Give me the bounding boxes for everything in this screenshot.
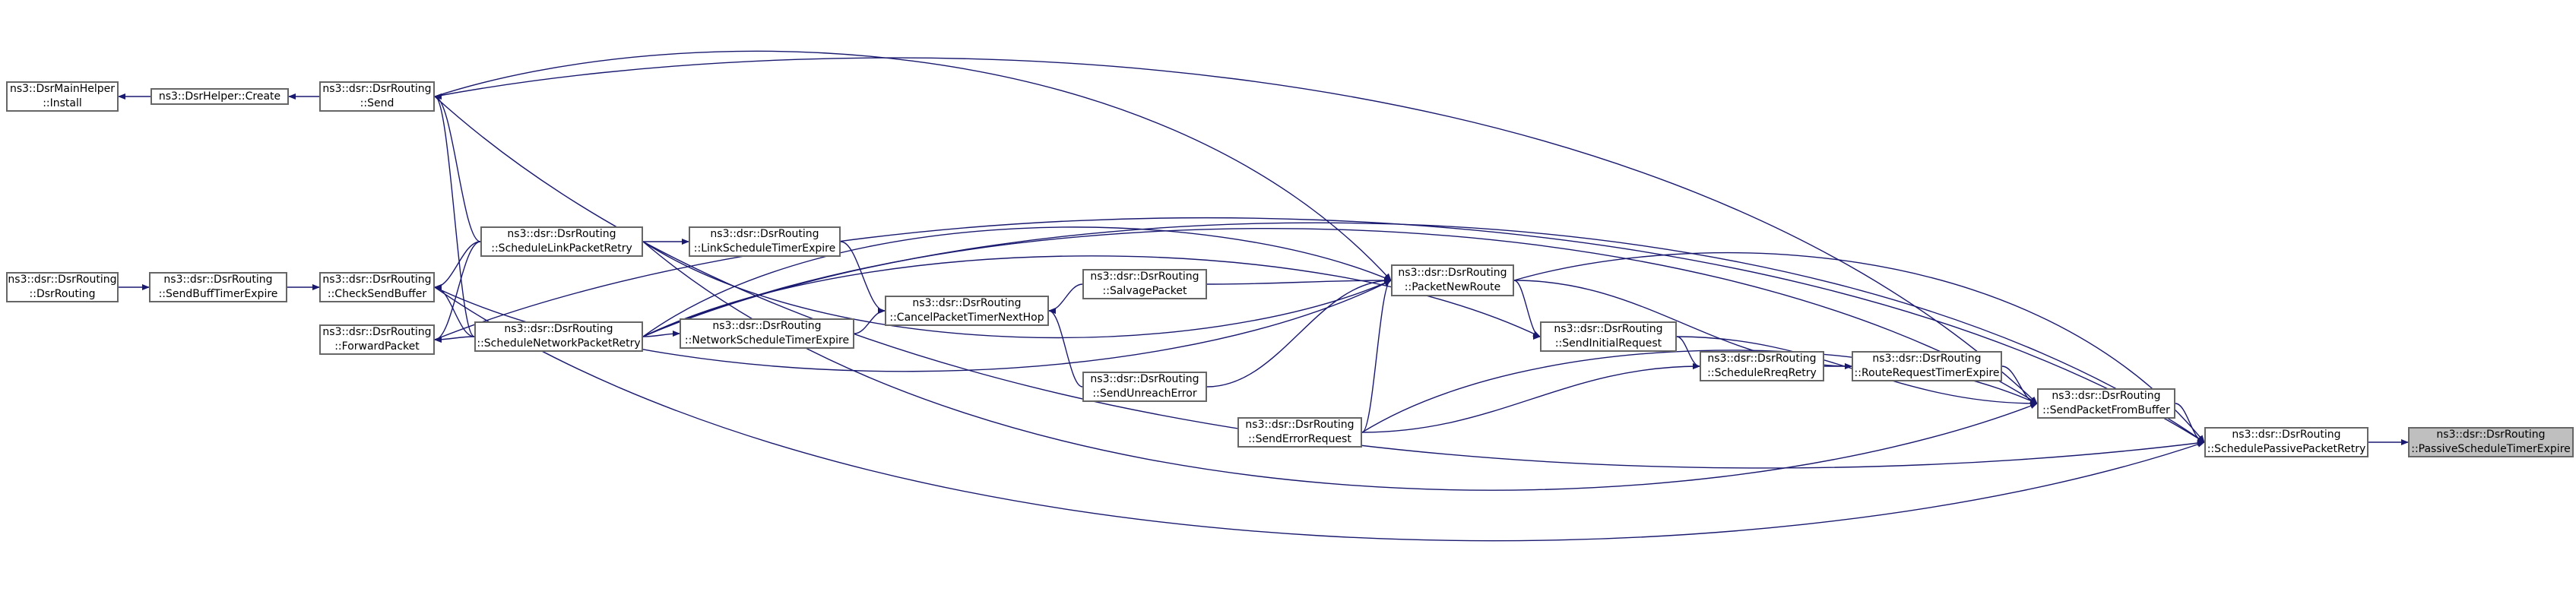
node-packet-new-route[interactable]: ns3::dsr::DsrRouting::PacketNewRoute — [1391, 264, 1514, 296]
node-forward-packet[interactable]: ns3::dsr::DsrRouting::ForwardPacket — [319, 324, 435, 355]
node-label-line: ns3::dsr::DsrRouting — [322, 83, 432, 95]
node-check-send-buffer[interactable]: ns3::dsr::DsrRouting::CheckSendBuffer — [319, 272, 435, 302]
node-route-request-timer[interactable]: ns3::dsr::DsrRouting::RouteRequestTimerE… — [1852, 351, 2002, 381]
call-edge-forward_packet-to-schedule_passive — [434, 217, 2205, 443]
node-label-line: ::ScheduleRreqRetry — [1707, 367, 1817, 379]
node-label-line: ns3::dsr::DsrRouting — [507, 228, 616, 240]
call-edge-schedule_link-to-send_from_buffer — [642, 241, 2038, 491]
node-label-line: ns3::dsr::DsrRouting — [163, 274, 273, 286]
call-edge-send-to-schedule_passive — [434, 96, 2205, 469]
call-edge-schedule_network-to-schedule_passive — [642, 222, 2205, 443]
node-label-line: ::SendErrorRequest — [1248, 433, 1351, 445]
node-passive-timer: ns3::dsr::DsrRouting::PassiveScheduleTim… — [2408, 427, 2574, 457]
node-label-line: ::DsrRouting — [29, 288, 96, 300]
call-edge-salvage-to-packet_new_route — [1206, 277, 1392, 285]
node-label-line: ::ScheduleNetworkPacketRetry — [477, 337, 641, 350]
node-label-line: ns3::dsr::DsrRouting — [712, 320, 822, 332]
node-label-line: ::SendInitialRequest — [1554, 337, 1662, 350]
node-label-line: ns3::dsr::DsrRouting — [1090, 271, 1199, 283]
call-edge-schedule_network-to-check_send_buffer — [434, 284, 475, 337]
call-edge-schedule_link-to-send — [434, 93, 481, 242]
call-edge-schedule_network-to-forward_packet — [434, 336, 475, 343]
node-label-line: ns3::DsrHelper::Create — [158, 90, 281, 103]
node-label-line: ns3::dsr::DsrRouting — [2052, 390, 2161, 402]
node-label-line: ns3::dsr::DsrRouting — [322, 274, 432, 286]
node-send-unreach[interactable]: ns3::dsr::DsrRouting::SendUnreachError — [1082, 372, 1207, 402]
node-label-line: ns3::dsr::DsrRouting — [710, 228, 819, 240]
call-edge-schedule_network-to-send — [434, 93, 475, 337]
node-label-line: ::LinkScheduleTimerExpire — [693, 242, 836, 255]
node-label-line: ns3::dsr::DsrRouting — [322, 326, 432, 338]
node-label-line: ns3::dsr::DsrRouting — [2232, 429, 2341, 441]
node-ctor[interactable]: ns3::dsr::DsrRouting::DsrRouting — [6, 272, 119, 302]
node-label-line: ns3::dsr::DsrRouting — [8, 274, 117, 286]
node-label-line: ::Send — [360, 97, 394, 109]
node-schedule-passive[interactable]: ns3::dsr::DsrRouting::SchedulePassivePac… — [2204, 427, 2368, 457]
node-salvage[interactable]: ns3::dsr::DsrRouting::SalvagePacket — [1082, 269, 1207, 299]
node-label-line: ::Install — [43, 97, 82, 109]
call-edge-send-to-send_from_buffer — [434, 57, 2038, 404]
node-label-line: ::RouteRequestTimerExpire — [1854, 367, 2000, 379]
node-label-line: ::PassiveScheduleTimerExpire — [2411, 443, 2571, 455]
call-edge-send_unreach-to-packet_new_route — [1206, 277, 1392, 388]
call-edge-send_unreach-to-cancel_timer — [1048, 308, 1083, 388]
node-label-line: ns3::dsr::DsrRouting — [1398, 267, 1507, 279]
node-label-line: ns3::DsrMainHelper — [9, 83, 116, 95]
call-edge-salvage-to-cancel_timer — [1048, 283, 1083, 314]
node-send[interactable]: ns3::dsr::DsrRouting::Send — [319, 81, 435, 112]
node-link-timer[interactable]: ns3::dsr::DsrRouting::LinkScheduleTimerE… — [689, 226, 841, 257]
node-helper-create[interactable]: ns3::DsrHelper::Create — [151, 88, 289, 105]
node-label-line: ::NetworkScheduleTimerExpire — [684, 334, 850, 346]
node-schedule-rreq[interactable]: ns3::dsr::DsrRouting::ScheduleRreqRetry — [1700, 351, 1824, 381]
node-send-initial[interactable]: ns3::dsr::DsrRouting::SendInitialRequest — [1540, 321, 1677, 352]
call-edge-schedule_link-to-forward_packet — [434, 241, 481, 343]
call-edge-send-to-packet_new_route — [434, 50, 1392, 281]
node-schedule-link[interactable]: ns3::dsr::DsrRouting::ScheduleLinkPacket… — [480, 226, 643, 257]
node-label-line: ::CancelPacketTimerNextHop — [889, 312, 1044, 324]
node-label-line: ns3::dsr::DsrRouting — [1090, 373, 1199, 385]
call-edge-check_send_buffer-to-schedule_passive — [434, 286, 2205, 542]
node-label-line: ::SalvagePacket — [1102, 285, 1187, 297]
node-label-line: ns3::dsr::DsrRouting — [504, 323, 613, 335]
node-label-line: ns3::dsr::DsrRouting — [1245, 419, 1355, 431]
node-label-line: ::SendPacketFromBuffer — [2042, 404, 2170, 416]
call-edge-packet_new_route-to-send_initial — [1513, 280, 1541, 340]
node-label-line: ns3::dsr::DsrRouting — [1872, 353, 1982, 365]
node-label-line: ::ScheduleLinkPacketRetry — [491, 242, 632, 255]
node-network-timer[interactable]: ns3::dsr::DsrRouting::NetworkScheduleTim… — [680, 318, 854, 349]
call-edge-schedule_network-to-send_from_buffer — [642, 228, 2038, 404]
node-label-line: ::SchedulePassivePacketRetry — [2207, 443, 2366, 455]
call-edge-packet_new_route-to-schedule_passive — [1513, 252, 2205, 443]
node-send-from-buffer[interactable]: ns3::dsr::DsrRouting::SendPacketFromBuff… — [2037, 388, 2175, 419]
node-label-line: ::ForwardPacket — [334, 340, 420, 353]
node-label-line: ::SendUnreachError — [1092, 388, 1197, 400]
call-edge-send_error-to-schedule_rreq — [1361, 363, 1700, 433]
call-edge-schedule_network-to-packet_new_route — [642, 226, 1392, 337]
node-send-error[interactable]: ns3::dsr::DsrRouting::SendErrorRequest — [1237, 417, 1362, 448]
node-label-line: ns3::dsr::DsrRouting — [1707, 353, 1817, 365]
call-edge-schedule_network-to-network_timer — [642, 331, 680, 337]
node-label-line: ::PacketNewRoute — [1404, 281, 1501, 293]
node-label-line: ::SendBuffTimerExpire — [158, 288, 278, 300]
node-schedule-network[interactable]: ns3::dsr::DsrRouting::ScheduleNetworkPac… — [474, 321, 643, 352]
node-label-line: ns3::dsr::DsrRouting — [912, 297, 1022, 309]
node-mainhelper-install[interactable]: ns3::DsrMainHelper::Install — [6, 81, 119, 112]
node-sendbuff-timer[interactable]: ns3::dsr::DsrRouting::SendBuffTimerExpir… — [149, 272, 287, 302]
call-edge-send_error-to-packet_new_route — [1361, 277, 1392, 433]
node-label-line: ns3::dsr::DsrRouting — [2436, 429, 2546, 441]
node-label-line: ns3::dsr::DsrRouting — [1554, 323, 1663, 335]
node-cancel-timer[interactable]: ns3::dsr::DsrRouting::CancelPacketTimerN… — [885, 296, 1049, 326]
node-label-line: ::CheckSendBuffer — [327, 288, 427, 300]
